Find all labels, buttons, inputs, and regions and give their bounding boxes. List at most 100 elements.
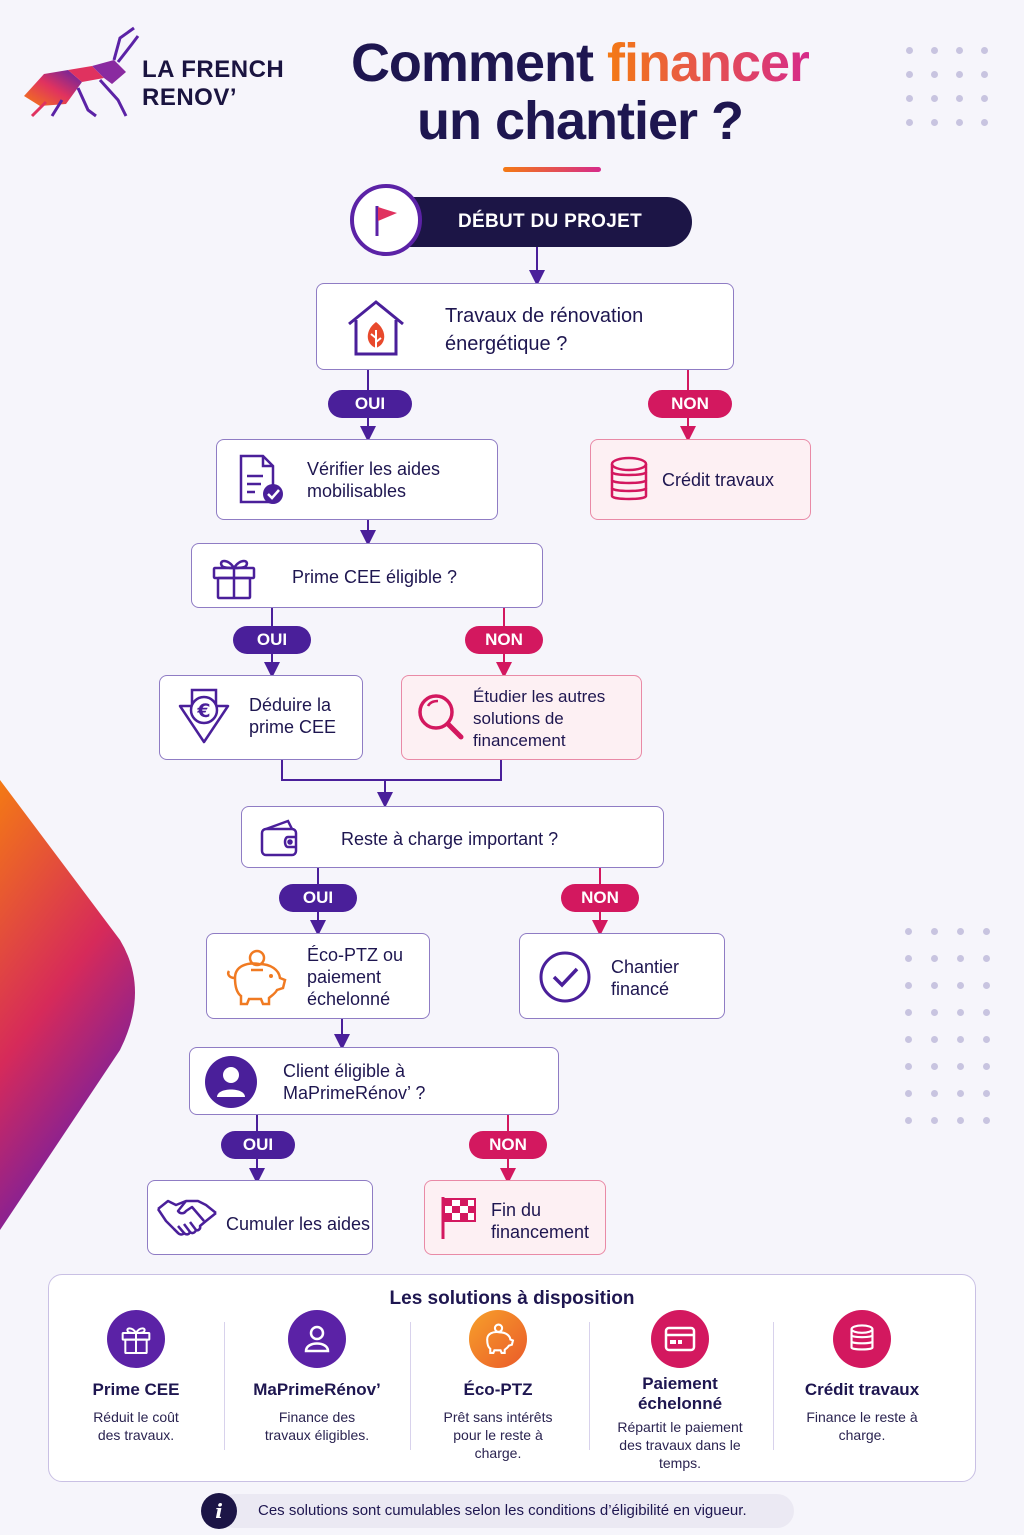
node-deduire-prime: € Déduire la prime CEE — [159, 675, 363, 760]
house-leaf-icon — [348, 300, 404, 356]
start-label: DÉBUT DU PROJET — [458, 211, 642, 232]
divider — [224, 1322, 225, 1450]
decorative-dot — [956, 95, 963, 102]
checkered-flag-icon — [441, 1197, 476, 1239]
coins-icon — [610, 456, 648, 501]
decorative-dot — [906, 47, 913, 54]
badge-oui: OUI — [328, 390, 412, 418]
solution-maprimerenov: MaPrimeRénov’ Finance des travaux éligib… — [227, 1310, 407, 1444]
node-etudier-solutions: Étudier les autres solutions de financem… — [401, 675, 642, 760]
divider — [773, 1322, 774, 1450]
decorative-dot — [905, 1036, 912, 1043]
decorative-dot — [957, 1009, 964, 1016]
decorative-dot — [957, 982, 964, 989]
solutions-panel — [48, 1274, 976, 1482]
handshake-icon — [156, 1199, 217, 1236]
euro-down-arrow-icon: € — [178, 688, 230, 744]
wallet-icon — [260, 819, 298, 857]
decorative-dot — [905, 1063, 912, 1070]
page-title: Comment financer un chantier ? — [350, 33, 810, 151]
decorative-dot — [931, 982, 938, 989]
decorative-dot — [905, 1117, 912, 1124]
ant-logo-icon — [24, 26, 140, 118]
card-icon — [651, 1310, 709, 1368]
decorative-dot — [931, 1117, 938, 1124]
decorative-dot — [957, 928, 964, 935]
piggy-bank-icon — [469, 1310, 527, 1368]
decorative-dot — [906, 119, 913, 126]
node-prime-cee-question: Prime CEE éligible ? — [191, 543, 543, 608]
decorative-dot — [983, 1036, 990, 1043]
decorative-dot — [983, 1090, 990, 1097]
start-circle — [350, 184, 422, 256]
check-circle-icon — [539, 951, 591, 1003]
user-icon — [288, 1310, 346, 1368]
decorative-dot — [931, 1063, 938, 1070]
gift-icon — [107, 1310, 165, 1368]
decorative-dot — [905, 982, 912, 989]
user-icon — [205, 1056, 257, 1108]
decorative-dot — [983, 1009, 990, 1016]
badge-non: NON — [465, 626, 543, 654]
solution-credit-travaux: Crédit travaux Finance le reste à charge… — [772, 1310, 952, 1444]
flag-icon — [375, 206, 397, 236]
node-chantier-finance: Chantier financé — [519, 933, 725, 1019]
decorative-dot — [957, 1063, 964, 1070]
node-renovation-question: Travaux de rénovation énergétique ? — [316, 283, 734, 370]
decorative-dot — [983, 1063, 990, 1070]
decorative-dot — [957, 1036, 964, 1043]
decorative-dot — [931, 928, 938, 935]
decorative-dot — [905, 1009, 912, 1016]
decorative-dot — [905, 1090, 912, 1097]
node-reste-charge-question: Reste à charge important ? — [241, 806, 664, 868]
decorative-dot — [931, 95, 938, 102]
decorative-dot — [957, 1090, 964, 1097]
node-fin-financement: Fin du financement — [424, 1180, 606, 1255]
decorative-dot — [956, 71, 963, 78]
decorative-dot — [931, 119, 938, 126]
node-cumuler-aides: Cumuler les aides — [147, 1180, 373, 1255]
divider — [410, 1322, 411, 1450]
decorative-dot — [905, 955, 912, 962]
badge-oui: OUI — [221, 1131, 295, 1159]
decorative-dot — [983, 982, 990, 989]
decorative-dot — [983, 1117, 990, 1124]
start-pill — [378, 197, 692, 247]
brand-name: LA FRENCH RENOV’ — [142, 56, 285, 111]
piggy-bank-icon — [227, 949, 287, 1006]
decorative-dot — [957, 955, 964, 962]
decorative-dot — [931, 47, 938, 54]
decorative-dot — [981, 119, 988, 126]
solution-paiement-echelonne: Paiement échelonné Répartit le paiement … — [590, 1310, 770, 1472]
node-eco-ptz: Éco-PTZ ou paiement échelonné — [206, 933, 430, 1019]
decorative-dot — [931, 1009, 938, 1016]
badge-non: NON — [648, 390, 732, 418]
solution-prime-cee: Prime CEE Réduit le coût des travaux. — [46, 1310, 226, 1444]
decorative-dot — [983, 928, 990, 935]
solutions-title: Les solutions à disposition — [389, 1288, 635, 1309]
badge-non: NON — [561, 884, 639, 912]
decorative-wedge — [0, 780, 135, 1230]
decorative-dot — [981, 47, 988, 54]
decorative-dot — [956, 119, 963, 126]
node-credit-travaux: Crédit travaux — [590, 439, 811, 520]
decorative-dot — [931, 71, 938, 78]
divider — [589, 1322, 590, 1450]
decorative-dot — [931, 955, 938, 962]
info-icon: i — [201, 1493, 237, 1529]
node-mpr-question: Client éligible à MaPrimeRénov’ ? — [189, 1047, 559, 1115]
badge-oui: OUI — [233, 626, 311, 654]
decorative-dot — [956, 47, 963, 54]
decorative-dot — [906, 95, 913, 102]
decorative-dot — [905, 928, 912, 935]
coins-icon — [833, 1310, 891, 1368]
decorative-dot — [981, 71, 988, 78]
solution-eco-ptz: Éco-PTZ Prêt sans intérêts pour le reste… — [408, 1310, 588, 1462]
decorative-dot — [957, 1117, 964, 1124]
decorative-dot — [906, 71, 913, 78]
svg-text:€: € — [196, 700, 210, 722]
decorative-dot — [981, 95, 988, 102]
magnifier-icon — [418, 694, 464, 740]
decorative-dot — [931, 1090, 938, 1097]
